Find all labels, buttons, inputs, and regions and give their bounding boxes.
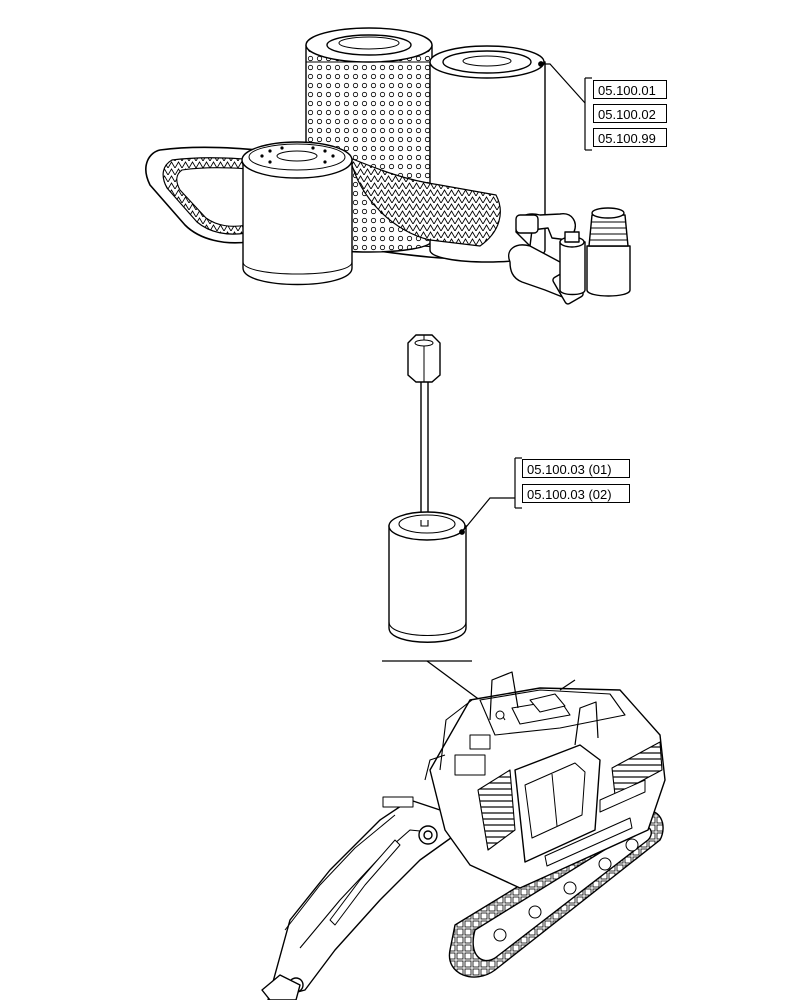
callout-05-100-02[interactable]: 05.100.02 [593,104,667,123]
callout-05-100-01[interactable]: 05.100.01 [593,80,667,99]
upper-structure [424,671,666,889]
filter-kit-illustration [145,27,631,305]
callout-05-100-03-01[interactable]: 05.100.03 (01) [522,459,630,478]
boom-arm [261,796,456,1000]
hydraulic-fittings [508,207,631,305]
excavator-illustration [261,671,666,1000]
crawler-track [448,809,664,978]
leader-group1 [538,61,592,151]
callout-05-100-99[interactable]: 05.100.99 [593,128,667,147]
breather-filter-illustration [388,334,467,643]
callout-05-100-03-02[interactable]: 05.100.03 (02) [522,484,630,503]
oil-filter [241,141,353,286]
leader-group2 [459,457,522,535]
